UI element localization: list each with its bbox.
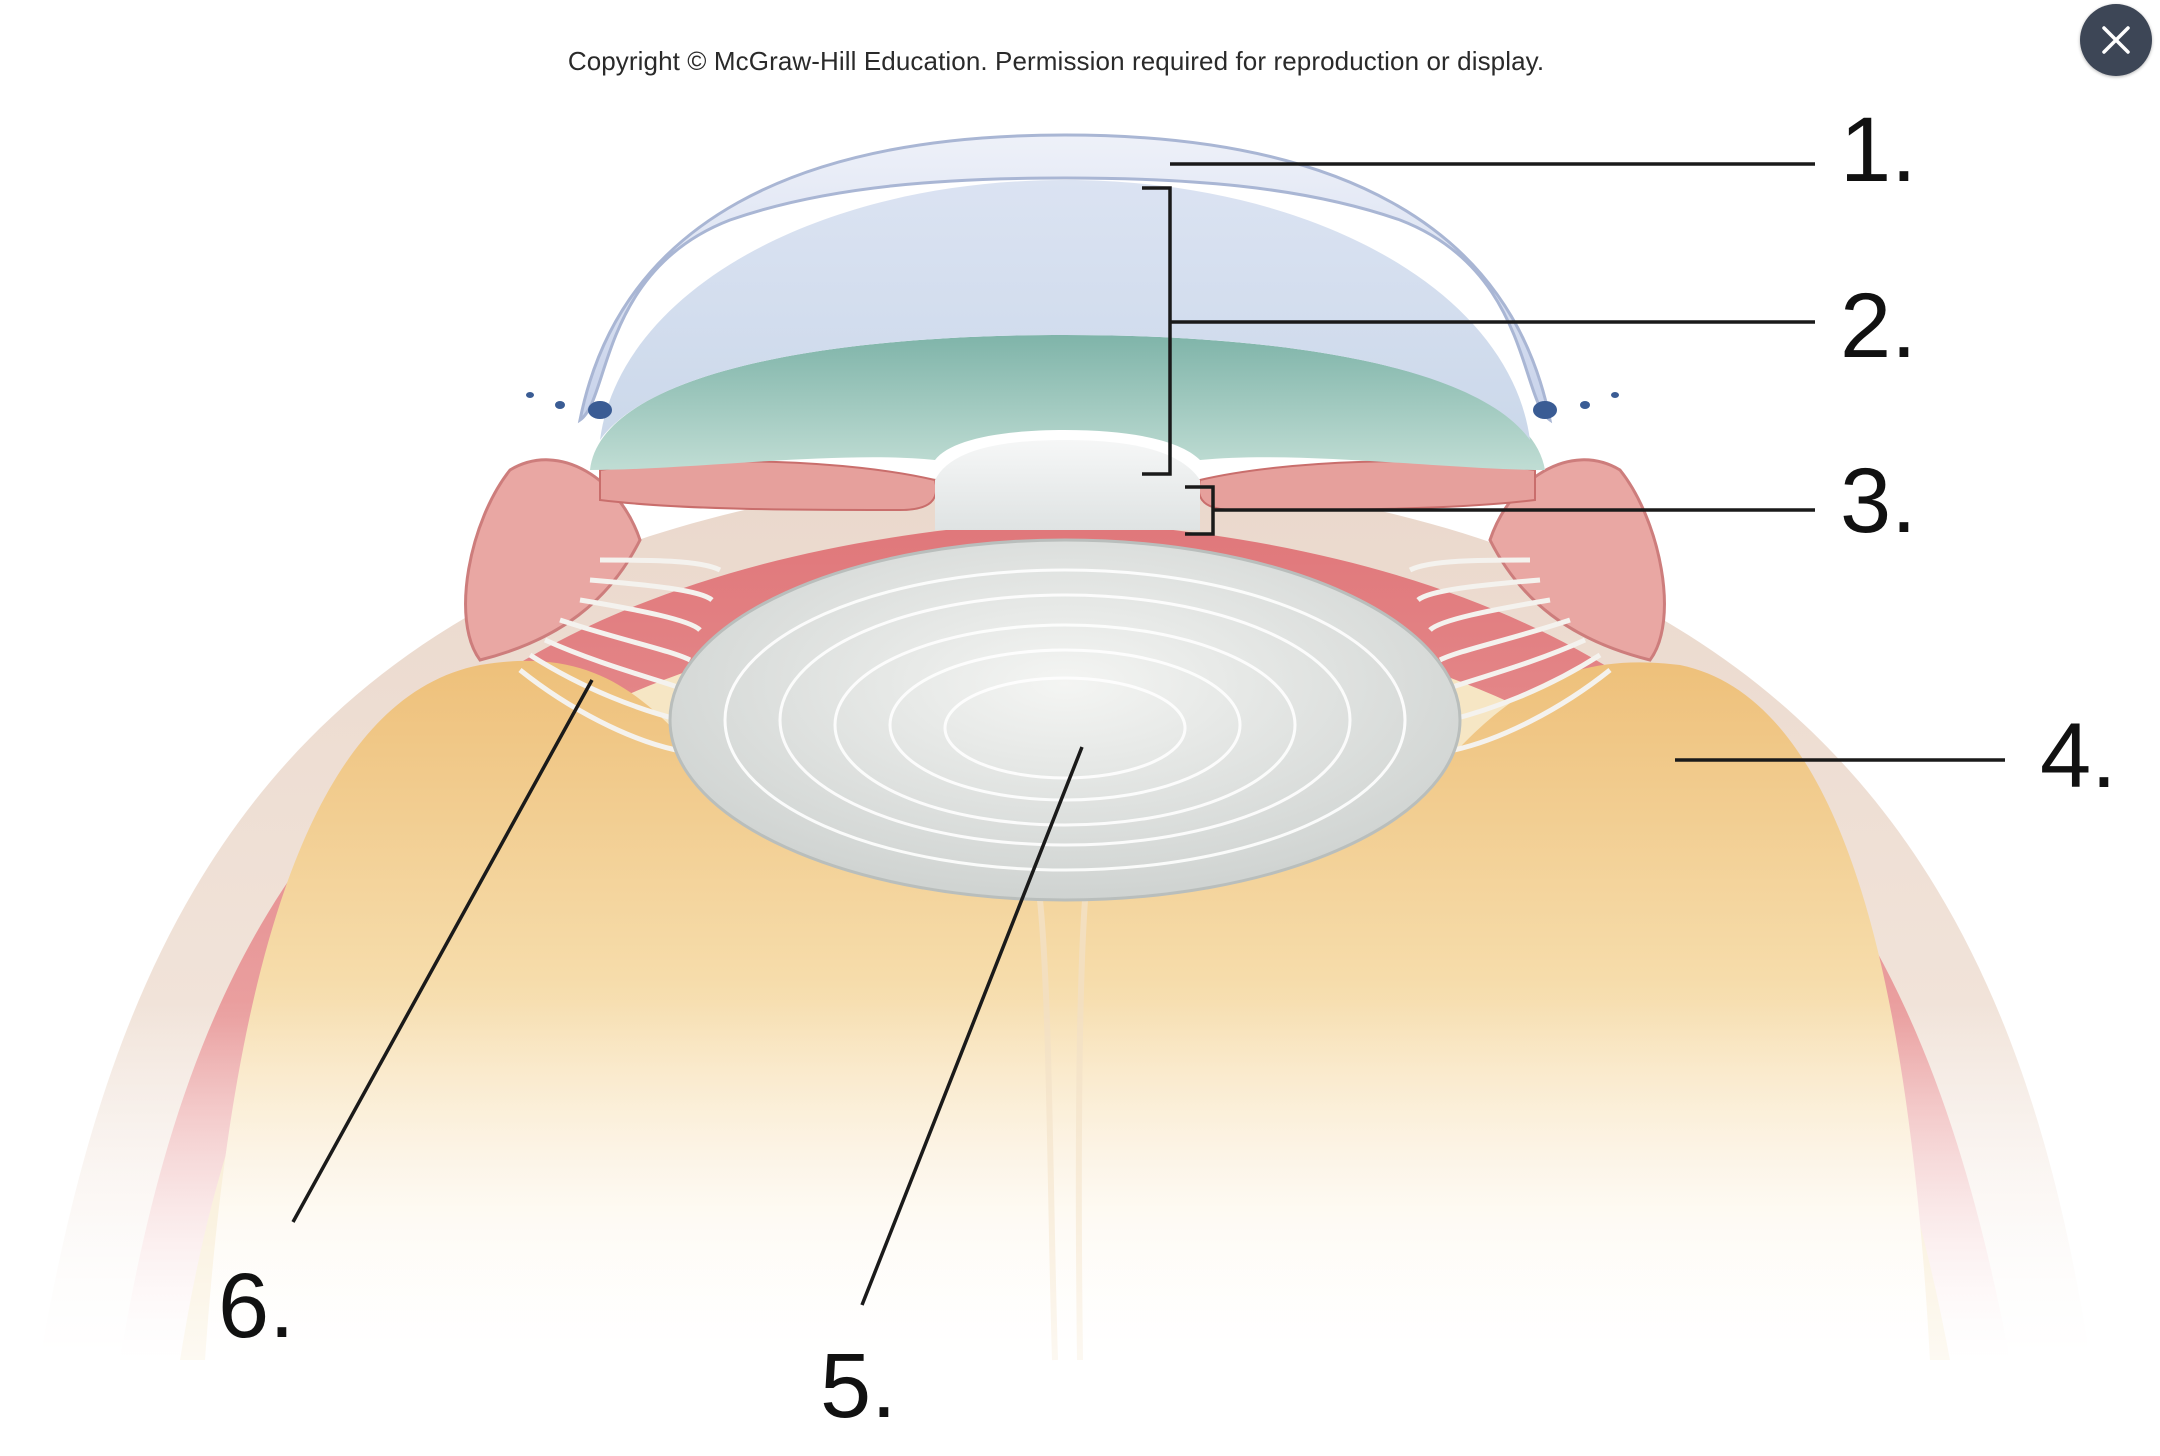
label-1: 1. — [1840, 99, 1917, 201]
lens-layers — [723, 568, 1407, 872]
label-2: 2. — [1840, 275, 1917, 377]
copyright-notice: Copyright © McGraw-Hill Education. Permi… — [567, 46, 1545, 76]
cornea — [577, 133, 1553, 424]
label-6: 6. — [218, 1255, 295, 1357]
iris-left — [599, 460, 938, 512]
bracket-2 — [1142, 186, 1172, 476]
leader-line-5 — [860, 746, 1084, 1306]
pupil-opening — [935, 440, 1200, 530]
leader-line-6 — [291, 679, 594, 1223]
anterior-chamber-aqueous — [590, 335, 1545, 470]
leader-lines — [291, 162, 2005, 1306]
close-icon — [2102, 26, 2130, 54]
iris-right — [1197, 460, 1536, 512]
label-4: 4. — [2040, 705, 2117, 807]
canal-of-schlemm — [526, 392, 1619, 419]
ciliary-body-left — [464, 458, 642, 662]
anterior-chamber — [600, 180, 1530, 440]
bottom-fade-overlay — [0, 1000, 2160, 1456]
suspensory-ligaments-right — [1408, 557, 1612, 753]
label-5: 5. — [820, 1335, 897, 1437]
close-button[interactable] — [2080, 4, 2152, 76]
label-3: 3. — [1840, 450, 1917, 552]
